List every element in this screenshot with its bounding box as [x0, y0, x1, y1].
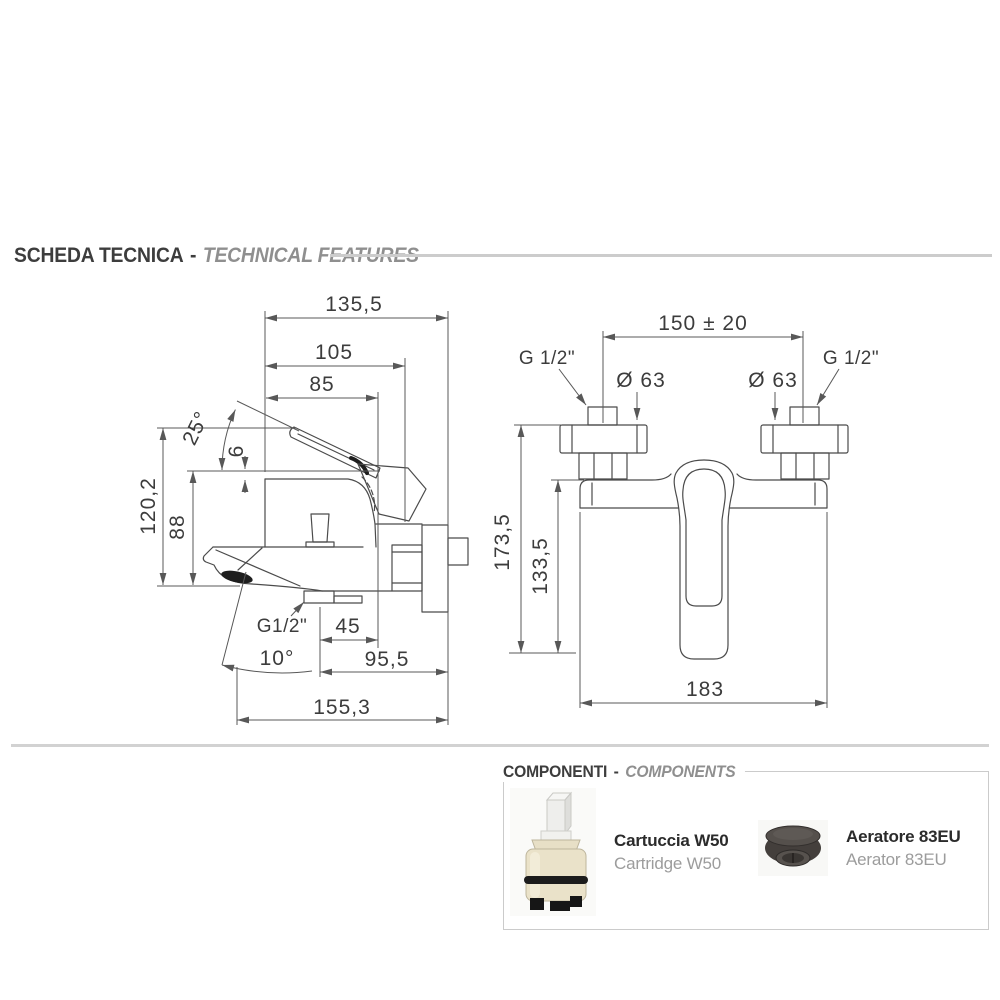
section-divider-line	[11, 744, 989, 747]
nut-right	[780, 452, 830, 480]
dim-side-outlet-offset: 45	[335, 615, 360, 638]
dim-front-centers-distance: 150 ± 20	[658, 312, 748, 335]
front-view: 150 ± 20 G 1/2" G 1/2" Ø 63 Ø 63 173,5 1…	[491, 312, 879, 708]
dim-side-handle-angle: 25°	[178, 407, 214, 448]
wall-flange-side	[421, 524, 449, 613]
technical-section-header: SCHEDA TECNICA - TECHNICAL FEATURES	[14, 244, 419, 268]
technical-title-it: SCHEDA TECNICA	[14, 244, 184, 267]
dim-side-max-reach: 155,3	[313, 696, 371, 719]
cartridge-photo	[510, 788, 596, 916]
dim-side-outlet-thread: G1/2"	[257, 616, 307, 637]
dim-front-total-height: 173,5	[491, 513, 514, 571]
component-cartridge: Cartuccia W50 Cartridge W50	[510, 788, 729, 916]
title-separator: -	[189, 244, 197, 267]
dim-side-handle-gap: 6	[225, 445, 248, 458]
front-view-dimension-lines	[509, 331, 840, 708]
component-name-primary: Aeratore 83EU	[846, 826, 961, 846]
component-name-secondary: Cartridge W50	[614, 853, 721, 873]
dim-front-rosette-right: Ø 63	[748, 369, 798, 392]
components-title-en: COMPONENTS	[625, 762, 736, 781]
wall-stub-side	[447, 537, 469, 566]
component-name-secondary: Aerator 83EU	[846, 849, 947, 869]
wall-stub-right	[789, 406, 820, 426]
front-view-faucet-outline	[559, 406, 849, 660]
rosette-right	[760, 424, 849, 454]
component-name-primary: Cartuccia W50	[614, 830, 729, 850]
dim-side-total-width: 135,5	[325, 293, 383, 316]
dim-front-thread-left: G 1/2"	[519, 348, 575, 369]
diverter-knob	[310, 513, 330, 543]
side-view-faucet-outline	[202, 400, 469, 613]
dim-side-spout-top-width: 85	[309, 373, 334, 396]
technical-title-en: TECHNICAL FEATURES	[202, 244, 419, 267]
dim-front-total-width: 183	[686, 678, 724, 701]
nut-left	[578, 452, 628, 480]
components-title-it: COMPONENTI	[503, 762, 608, 781]
side-view-dimension-lines	[157, 311, 449, 725]
dim-side-body-height: 88	[166, 514, 189, 539]
component-aerator: Aeratore 83EU Aerator 83EU	[758, 820, 961, 876]
wall-nut-side	[391, 544, 423, 592]
dim-side-total-height: 120,2	[137, 477, 160, 535]
lever-front	[673, 459, 735, 660]
side-view: 135,5 105 85 25° 6 120,2 88 G1/2" 45 10°…	[137, 293, 469, 725]
dim-side-spout-tilt: 10°	[260, 647, 295, 670]
dim-front-thread-right: G 1/2"	[823, 348, 879, 369]
components-section-header: COMPONENTI - COMPONENTS	[503, 762, 745, 782]
dim-front-rosette-left: Ø 63	[616, 369, 666, 392]
rosette-left	[559, 424, 648, 454]
aerator-photo	[758, 820, 828, 876]
aerator-outlet	[221, 570, 253, 584]
dim-front-body-height: 133,5	[529, 537, 552, 595]
components-title-separator: -	[613, 762, 619, 781]
mixer-body-front	[579, 473, 828, 509]
dim-side-lower-reach: 95,5	[365, 648, 410, 671]
outlet-connector	[303, 590, 335, 604]
dim-side-upper-width: 105	[315, 341, 353, 364]
header-rule-line	[330, 254, 992, 257]
